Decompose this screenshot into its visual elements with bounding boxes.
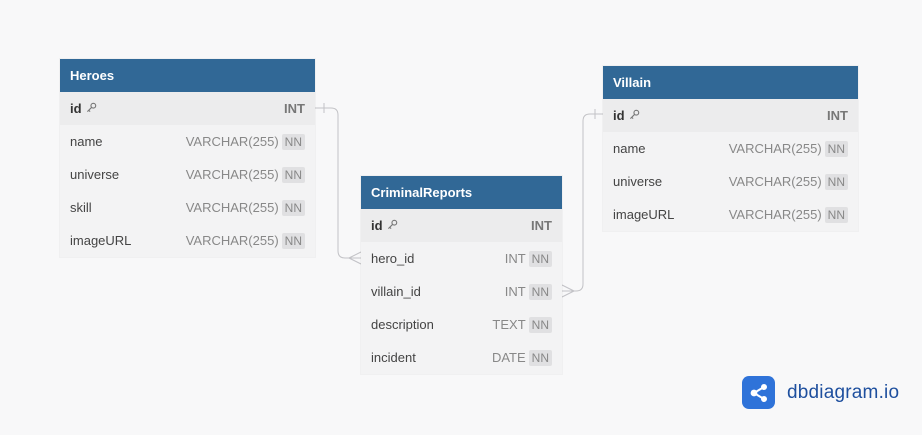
field-name: incident: [371, 350, 492, 365]
not-null-badge: NN: [528, 316, 552, 333]
field-type: VARCHAR(255)NN: [185, 133, 305, 150]
field-name-text: name: [70, 134, 103, 149]
field-name-text: incident: [371, 350, 416, 365]
field-row-id[interactable]: id INT: [361, 209, 562, 242]
field-row-universe[interactable]: universe VARCHAR(255)NN: [603, 165, 858, 198]
field-name-text: id: [70, 101, 82, 116]
table-title[interactable]: Villain: [603, 66, 858, 99]
field-name-text: description: [371, 317, 434, 332]
field-type: INT: [827, 108, 848, 123]
field-type-text: VARCHAR(255): [185, 167, 279, 182]
field-name: universe: [613, 174, 729, 189]
field-name-text: skill: [70, 200, 92, 215]
field-name-text: universe: [613, 174, 663, 189]
field-type-text: TEXT: [492, 317, 526, 332]
connector-villain-criminalreports[interactable]: [561, 109, 603, 298]
field-name: imageURL: [613, 207, 729, 222]
connector-heroes-criminalreports[interactable]: [315, 103, 362, 265]
field-name-text: imageURL: [70, 233, 132, 248]
field-name-text: name: [613, 141, 646, 156]
field-type-text: INT: [504, 284, 526, 299]
field-name: id: [613, 108, 827, 123]
key-icon: [86, 101, 97, 116]
field-type: INT: [531, 218, 552, 233]
field-type: VARCHAR(255)NN: [185, 199, 305, 216]
field-type-text: VARCHAR(255): [728, 141, 822, 156]
field-type-text: INT: [531, 218, 552, 233]
field-type-text: DATE: [491, 350, 526, 365]
field-type-text: VARCHAR(255): [185, 134, 279, 149]
key-icon: [387, 218, 398, 233]
not-null-badge: NN: [528, 250, 552, 267]
field-type-text: VARCHAR(255): [728, 174, 822, 189]
share-nodes-icon: [742, 376, 775, 409]
not-null-badge: NN: [824, 173, 848, 190]
field-name: name: [613, 141, 729, 156]
many-marker: [348, 251, 362, 265]
field-type-text: VARCHAR(255): [185, 200, 279, 215]
field-name-text: id: [613, 108, 625, 123]
field-name: skill: [70, 200, 186, 215]
field-type: INT: [284, 101, 305, 116]
field-row-id[interactable]: id INT: [60, 92, 315, 125]
field-type: VARCHAR(255)NN: [728, 140, 848, 157]
table-title[interactable]: CriminalReports: [361, 176, 562, 209]
not-null-badge: NN: [281, 133, 305, 150]
logo-text: dbdiagram.io: [787, 381, 900, 403]
field-name: description: [371, 317, 492, 332]
field-name: imageURL: [70, 233, 186, 248]
many-marker: [561, 284, 575, 298]
field-type-text: INT: [504, 251, 526, 266]
field-name: universe: [70, 167, 186, 182]
not-null-badge: NN: [528, 349, 552, 366]
field-name-text: id: [371, 218, 383, 233]
field-name: id: [70, 101, 284, 116]
field-name-text: villain_id: [371, 284, 421, 299]
field-name-text: universe: [70, 167, 120, 182]
not-null-badge: NN: [824, 206, 848, 223]
not-null-badge: NN: [528, 283, 552, 300]
not-null-badge: NN: [824, 140, 848, 157]
not-null-badge: NN: [281, 232, 305, 249]
field-type: VARCHAR(255)NN: [185, 166, 305, 183]
table-title[interactable]: Heroes: [60, 59, 315, 92]
field-row-universe[interactable]: universe VARCHAR(255)NN: [60, 158, 315, 191]
not-null-badge: NN: [281, 166, 305, 183]
field-row-id[interactable]: id INT: [603, 99, 858, 132]
field-name: hero_id: [371, 251, 505, 266]
field-row-imageurl[interactable]: imageURL VARCHAR(255)NN: [603, 198, 858, 231]
field-row-imageurl[interactable]: imageURL VARCHAR(255)NN: [60, 224, 315, 257]
field-name-text: imageURL: [613, 207, 675, 222]
field-row-name[interactable]: name VARCHAR(255)NN: [60, 125, 315, 158]
not-null-badge: NN: [281, 199, 305, 216]
field-name: name: [70, 134, 186, 149]
field-name: villain_id: [371, 284, 505, 299]
key-icon: [629, 108, 640, 123]
field-row-name[interactable]: name VARCHAR(255)NN: [603, 132, 858, 165]
field-type: VARCHAR(255)NN: [728, 173, 848, 190]
field-name: id: [371, 218, 531, 233]
field-name-text: hero_id: [371, 251, 415, 266]
field-row-skill[interactable]: skill VARCHAR(255)NN: [60, 191, 315, 224]
field-type: VARCHAR(255)NN: [728, 206, 848, 223]
field-type-text: INT: [284, 101, 305, 116]
field-type-text: VARCHAR(255): [728, 207, 822, 222]
field-type-text: INT: [827, 108, 848, 123]
dbdiagram-logo[interactable]: dbdiagram.io: [742, 376, 899, 409]
field-type-text: VARCHAR(255): [185, 233, 279, 248]
field-type: VARCHAR(255)NN: [185, 232, 305, 249]
